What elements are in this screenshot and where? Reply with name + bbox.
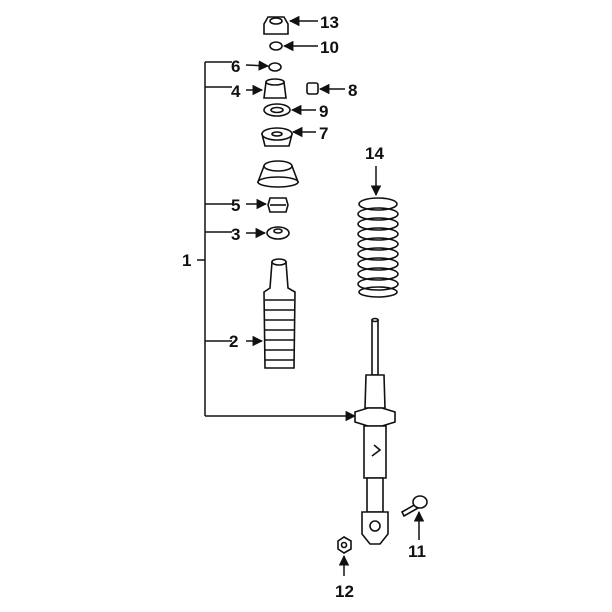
shock-absorber bbox=[354, 317, 396, 545]
part-7-upper-mount bbox=[260, 127, 294, 147]
callout-2: 2 bbox=[229, 332, 238, 351]
part-10-washer bbox=[269, 41, 283, 51]
part-14-coil-spring bbox=[357, 197, 399, 298]
callout-8: 8 bbox=[348, 81, 357, 100]
spring-seat bbox=[256, 160, 300, 188]
callout-9: 9 bbox=[319, 102, 328, 121]
callout-12: 12 bbox=[335, 582, 354, 601]
callout-4: 4 bbox=[231, 82, 241, 101]
part-8-cap bbox=[306, 82, 319, 95]
callout-3: 3 bbox=[231, 225, 240, 244]
callout-1-bracket bbox=[197, 61, 357, 422]
part-3-spacer bbox=[266, 226, 290, 240]
callout-11: 11 bbox=[408, 542, 426, 561]
part-12-nut bbox=[337, 536, 352, 554]
callout-10: 10 bbox=[320, 38, 339, 57]
part-11-bolt bbox=[400, 495, 428, 518]
callout-13: 13 bbox=[320, 13, 339, 32]
part-13-mount-nut bbox=[263, 16, 289, 35]
callout-1: 1 bbox=[182, 251, 191, 270]
part-9-ring-washer bbox=[263, 103, 291, 117]
callout-6: 6 bbox=[231, 57, 240, 76]
callout-5: 5 bbox=[231, 196, 240, 215]
part-4-bushing bbox=[263, 78, 287, 99]
part-2-dust-boot bbox=[263, 258, 296, 369]
leader-6 bbox=[245, 60, 270, 71]
callout-14: 14 bbox=[365, 144, 384, 163]
part-6-nut bbox=[268, 62, 282, 72]
callout-7: 7 bbox=[319, 124, 328, 143]
part-5-bump-stop bbox=[267, 197, 289, 213]
